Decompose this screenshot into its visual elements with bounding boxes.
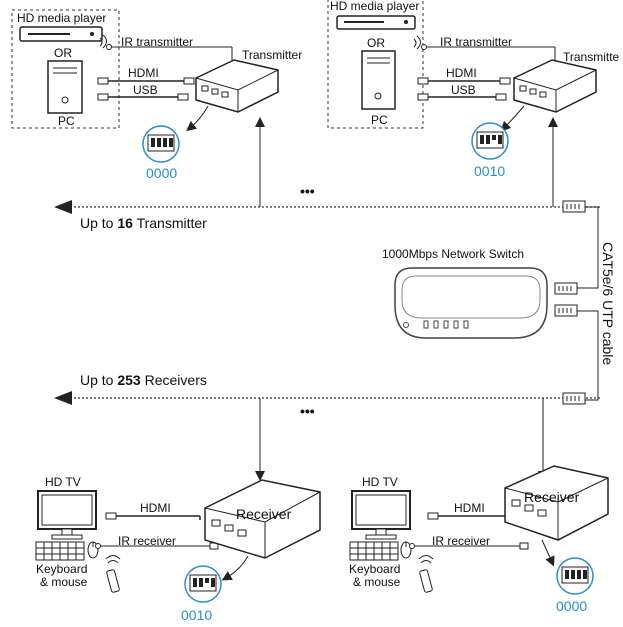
dip-code-tx-right: 0010 <box>474 163 505 179</box>
keyboard-label-right: Keyboard <box>349 562 400 576</box>
hd-media-player-label-left: HD media player <box>17 11 106 25</box>
mouse-icon <box>400 541 412 559</box>
source-group-left: HD media player OR PC IR transmitter <box>11 9 302 181</box>
remote-control-icon <box>105 555 121 593</box>
media-player-icon <box>336 15 416 30</box>
media-player-icon <box>19 26 103 42</box>
hdmi-label-right: HDMI <box>446 66 477 80</box>
rx-count-number: 253 <box>117 372 141 388</box>
source-group-left-box <box>11 9 120 129</box>
pc-tower-icon <box>361 50 396 110</box>
dip-switch-rx-left <box>184 565 222 603</box>
ellipsis-bottom: ••• <box>300 403 315 419</box>
ir-emitter-icon <box>99 34 112 50</box>
remote-control-icon <box>418 555 434 593</box>
transmitter-bus: ••• <box>54 117 600 214</box>
dip-pointer-rx-right <box>541 539 555 567</box>
hdmi-label-rx-left: HDMI <box>140 501 171 515</box>
dip-pointer-tx-left <box>186 105 209 132</box>
or-label-right: OR <box>367 36 385 50</box>
cable-tx-side <box>577 206 599 289</box>
receiver-label-left: Receiver <box>236 506 292 522</box>
receiver-box-right <box>504 465 609 541</box>
rx-count-prefix: Up to <box>80 372 117 388</box>
bus-arrow-left-icon <box>54 200 72 214</box>
usb-label-left: USB <box>133 83 158 97</box>
mouse-label-left: & mouse <box>40 575 88 589</box>
dip-code-rx-left: 0010 <box>181 607 212 623</box>
keyboard-icon <box>349 541 399 561</box>
dip-code-tx-left: 0000 <box>146 165 177 181</box>
transmitter-box-left <box>195 59 279 113</box>
rj45-plug-icon <box>562 200 586 213</box>
receiver-box-left <box>204 479 321 559</box>
dip-switch-tx-left <box>142 125 180 163</box>
receiver-group-left: HD TV Keyboard & mouse <box>35 475 321 623</box>
hdmi-label-left: HDMI <box>128 66 159 80</box>
ir-receiver-cable-right <box>409 542 529 550</box>
ir-receiver-label-left: IR receiver <box>118 534 176 548</box>
rj45-plug-icon <box>562 392 586 405</box>
or-label-left: OR <box>54 46 72 60</box>
transmitter-label-left: Transmitter <box>242 48 302 62</box>
pc-label-right: PC <box>371 113 388 127</box>
dip-pointer-rx-left <box>221 555 249 581</box>
source-group-right: HD media player OR PC IR transmitter HDM… <box>327 0 620 179</box>
mouse-label-right: & mouse <box>353 575 401 589</box>
keyboard-icon <box>35 541 85 561</box>
hdmi-cable-rx-left <box>105 512 201 520</box>
dip-code-rx-right: 0000 <box>556 598 587 614</box>
rx-count-label: Up to 253 Receivers <box>80 372 207 388</box>
hdmi-cable-left <box>97 77 195 85</box>
tx-count-label: Up to 16 Transmitter <box>80 215 207 231</box>
transmitter-box-right <box>513 59 597 113</box>
usb-cable-left <box>97 93 189 101</box>
ir-transmitter-label-left: IR transmitter <box>121 35 193 49</box>
keyboard-label-left: Keyboard <box>36 562 87 576</box>
rx-count-suffix: Receivers <box>141 372 207 388</box>
switch-port-top <box>554 282 578 295</box>
bus-arrow-left-icon <box>54 391 72 405</box>
cable-label: CAT5e/6 UTP cable <box>600 242 616 365</box>
tx-count-prefix: Up to <box>80 215 117 231</box>
ir-transmitter-label-right: IR transmitter <box>440 35 512 49</box>
network-switch-icon <box>394 267 548 339</box>
monitor-icon <box>351 490 411 540</box>
hdmi-label-rx-right: HDMI <box>454 501 485 515</box>
dip-pointer-tx-right <box>500 105 525 132</box>
tx-count-suffix: Transmitter <box>133 215 207 231</box>
usb-label-right: USB <box>451 83 476 97</box>
dip-switch-tx-right <box>471 122 509 160</box>
source-group-right-box <box>327 0 424 129</box>
receiver-bus: ••• <box>54 391 600 481</box>
dip-switch-rx-right <box>556 557 594 595</box>
receiver-group-right: HD TV Keyboard & mouse <box>349 465 609 614</box>
cable-rx-side <box>577 310 599 401</box>
ir-emitter-icon <box>413 35 427 50</box>
ir-receiver-cable-left <box>95 542 219 550</box>
pc-label-left: PC <box>58 114 75 128</box>
hdmi-cable-right <box>417 77 511 85</box>
ellipsis-top: ••• <box>300 183 315 199</box>
monitor-icon <box>37 490 97 540</box>
network-switch-label: 1000Mbps Network Switch <box>382 247 524 261</box>
receiver-label-right: Receiver <box>524 489 580 505</box>
pc-tower-icon <box>47 60 83 114</box>
switch-port-bottom <box>554 304 578 317</box>
transmitter-label-right: Transmitte <box>563 50 620 64</box>
usb-cable-right <box>417 93 507 101</box>
hd-media-player-label-right: HD media player <box>330 0 419 13</box>
tx-count-number: 16 <box>117 215 133 231</box>
hd-tv-label-right: HD TV <box>362 475 398 489</box>
ir-receiver-label-right: IR receiver <box>432 534 490 548</box>
hd-tv-label-left: HD TV <box>45 475 81 489</box>
